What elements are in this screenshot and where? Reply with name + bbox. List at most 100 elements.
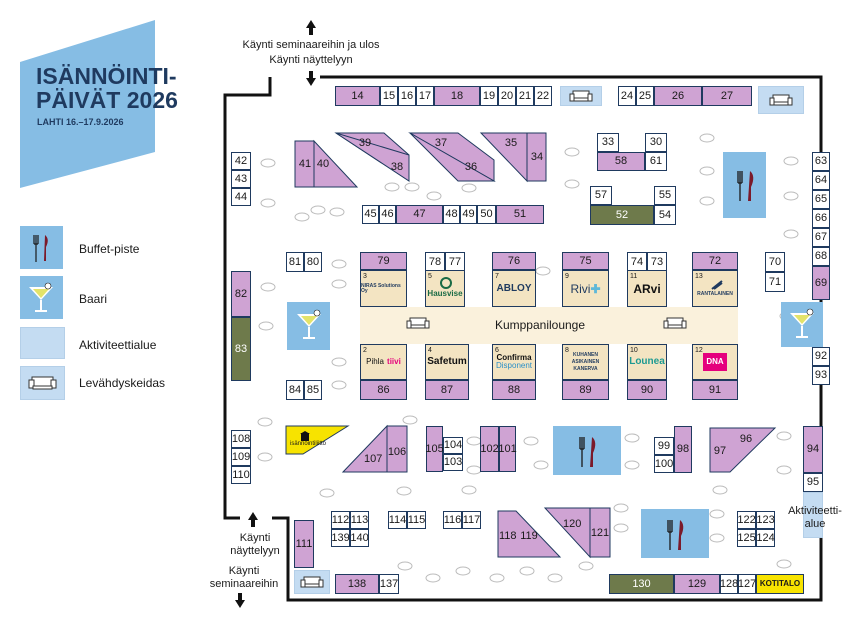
booth-91[interactable]: 91 xyxy=(692,380,738,400)
booth-97[interactable]: 97 xyxy=(713,445,727,457)
booth-43[interactable]: 43 xyxy=(231,170,251,188)
booth-52[interactable]: 52 xyxy=(590,205,654,225)
booth-66[interactable]: 66 xyxy=(812,209,830,228)
booth-75[interactable]: 75 xyxy=(562,252,609,270)
booth-87[interactable]: 87 xyxy=(425,380,469,400)
booth-72[interactable]: 72 xyxy=(692,252,738,270)
booth-92[interactable]: 92 xyxy=(812,347,830,366)
booth-27[interactable]: 27 xyxy=(702,86,752,106)
booth-99[interactable]: 99 xyxy=(654,437,674,455)
booth-55[interactable]: 55 xyxy=(654,186,676,205)
booth-115[interactable]: 115 xyxy=(407,511,426,529)
isannointiliitto-logo[interactable]: isännöintiliitto xyxy=(290,441,327,447)
booth-105[interactable]: 105 xyxy=(425,426,444,472)
booth-127[interactable]: 127 xyxy=(738,574,756,594)
booth-113[interactable]: 113 xyxy=(350,511,369,529)
booth-34[interactable]: 34 xyxy=(530,151,544,163)
booth-98[interactable]: 98 xyxy=(674,426,692,473)
booth-26[interactable]: 26 xyxy=(654,86,702,106)
booth-82[interactable]: 82 xyxy=(231,271,251,317)
booth-106[interactable]: 106 xyxy=(387,446,407,458)
booth-19[interactable]: 19 xyxy=(480,86,498,106)
booth-57[interactable]: 57 xyxy=(590,186,612,205)
booth-102[interactable]: 102 xyxy=(480,426,499,472)
booth-78[interactable]: 78 xyxy=(425,252,445,272)
booth-54[interactable]: 54 xyxy=(654,205,676,225)
booth-89[interactable]: 89 xyxy=(562,380,609,400)
kotitalo-logo[interactable]: KOTITALO xyxy=(756,574,804,594)
booth-58[interactable]: 58 xyxy=(597,152,645,171)
booth-110[interactable]: 110 xyxy=(231,466,251,484)
booth-109[interactable]: 109 xyxy=(231,448,251,466)
booth-104[interactable]: 104 xyxy=(443,437,463,454)
booth-137[interactable]: 137 xyxy=(379,574,399,594)
booth-101[interactable]: 101 xyxy=(498,426,517,472)
booth-21[interactable]: 21 xyxy=(516,86,534,106)
booth-37[interactable]: 37 xyxy=(434,137,448,149)
booth-46[interactable]: 46 xyxy=(379,205,396,224)
booth-95[interactable]: 95 xyxy=(803,473,823,492)
booth-51[interactable]: 51 xyxy=(496,205,544,224)
booth-81[interactable]: 81 xyxy=(286,252,304,272)
booth-114[interactable]: 114 xyxy=(388,511,407,529)
booth-116[interactable]: 116 xyxy=(443,511,462,529)
booth-111[interactable]: 111 xyxy=(294,520,314,568)
booth-30[interactable]: 30 xyxy=(645,133,667,152)
booth-83[interactable]: 83 xyxy=(231,317,251,381)
booth-38[interactable]: 38 xyxy=(390,161,404,173)
booth-88[interactable]: 88 xyxy=(492,380,536,400)
booth-49[interactable]: 49 xyxy=(460,205,477,224)
booth-71[interactable]: 71 xyxy=(765,272,785,292)
booth-130[interactable]: 130 xyxy=(609,574,674,594)
booth-47[interactable]: 47 xyxy=(396,205,443,224)
booth-42[interactable]: 42 xyxy=(231,152,251,170)
booth-94[interactable]: 94 xyxy=(803,426,823,473)
booth-63[interactable]: 63 xyxy=(812,152,830,171)
booth-76[interactable]: 76 xyxy=(492,252,536,270)
booth-20[interactable]: 20 xyxy=(498,86,516,106)
booth-96[interactable]: 96 xyxy=(739,433,753,445)
booth-90[interactable]: 90 xyxy=(627,380,667,400)
booth-125[interactable]: 125 xyxy=(737,529,756,547)
booth-18[interactable]: 18 xyxy=(434,86,480,106)
booth-68[interactable]: 68 xyxy=(812,247,830,266)
booth-121[interactable]: 121 xyxy=(590,527,610,539)
booth-61[interactable]: 61 xyxy=(645,152,667,171)
booth-124[interactable]: 124 xyxy=(756,529,775,547)
booth-70[interactable]: 70 xyxy=(765,252,785,272)
booth-33[interactable]: 33 xyxy=(597,133,619,152)
booth-119[interactable]: 119 xyxy=(520,530,538,542)
booth-67[interactable]: 67 xyxy=(812,228,830,247)
booth-118[interactable]: 118 xyxy=(499,530,517,542)
booth-64[interactable]: 64 xyxy=(812,171,830,190)
booth-139[interactable]: 139 xyxy=(331,529,350,547)
booth-128[interactable]: 128 xyxy=(720,574,738,594)
booth-86[interactable]: 86 xyxy=(360,380,407,400)
booth-45[interactable]: 45 xyxy=(362,205,379,224)
booth-50[interactable]: 50 xyxy=(477,205,496,224)
booth-44[interactable]: 44 xyxy=(231,188,251,206)
booth-140[interactable]: 140 xyxy=(350,529,369,547)
booth-36[interactable]: 36 xyxy=(464,161,478,173)
booth-48[interactable]: 48 xyxy=(443,205,460,224)
booth-93[interactable]: 93 xyxy=(812,366,830,385)
booth-123[interactable]: 123 xyxy=(756,511,775,529)
booth-107[interactable]: 107 xyxy=(364,453,383,465)
booth-73[interactable]: 73 xyxy=(647,252,667,272)
booth-129[interactable]: 129 xyxy=(674,574,720,594)
booth-117[interactable]: 117 xyxy=(462,511,481,529)
booth-120[interactable]: 120 xyxy=(563,518,582,530)
booth-108[interactable]: 108 xyxy=(231,430,251,448)
booth-35[interactable]: 35 xyxy=(504,137,518,149)
booth-112[interactable]: 112 xyxy=(331,511,350,529)
